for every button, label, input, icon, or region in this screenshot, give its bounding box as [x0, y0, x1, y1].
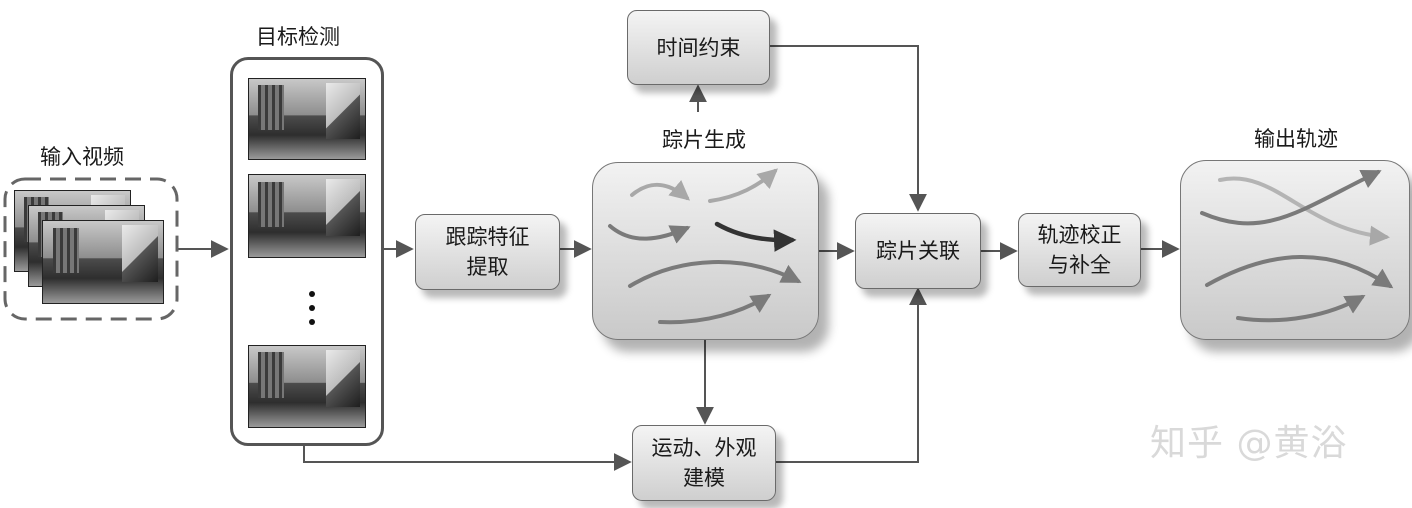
tracklet-arrow — [714, 221, 797, 252]
trajectory-arrow — [1205, 255, 1394, 289]
time-constraint-label: 时间约束 — [656, 35, 741, 60]
time-constraint-box: 时间约束 — [627, 10, 770, 85]
ellipsis-dot — [309, 305, 315, 311]
tracklet-arrow — [708, 168, 778, 203]
ellipsis-dot — [309, 319, 315, 325]
trajectory-correction-line-1: 轨迹校正 — [1037, 223, 1122, 247]
trajectory-arrow — [1218, 176, 1390, 246]
input-video-label: 输入视频 — [40, 145, 124, 169]
detection-frame-3 — [248, 345, 366, 428]
ellipsis-dot — [309, 291, 315, 297]
watermark: 知乎 @黄浴 — [1150, 423, 1348, 464]
output-trajectory-box — [1180, 160, 1410, 340]
trajectory-correction-box: 轨迹校正 与补全 — [1018, 213, 1141, 287]
tracklet-association-label: 踪片关联 — [876, 239, 960, 263]
tracklet-arrow — [658, 293, 772, 325]
arrow-time-to-association — [770, 45, 927, 212]
arrow-detection-to-motion — [303, 443, 632, 471]
arrow-motion-to-association — [776, 287, 927, 463]
detection-label: 目标检测 — [256, 25, 340, 49]
input-frame-3 — [42, 220, 164, 304]
feature-extraction-line-2: 提取 — [466, 255, 509, 279]
tracklet-arrow — [608, 224, 691, 244]
detection-panel — [230, 57, 384, 446]
feature-extraction-line-1: 跟踪特征 — [445, 225, 530, 249]
tracklet-generation-label: 踪片生成 — [662, 128, 746, 152]
input-video-frame — [3, 177, 179, 321]
trajectory-correction-line-2: 与补全 — [1048, 253, 1111, 277]
output-trajectory-label: 输出轨迹 — [1254, 127, 1338, 151]
feature-extraction-box: 跟踪特征 提取 — [415, 214, 560, 290]
motion-appearance-box: 运动、外观 建模 — [632, 425, 776, 501]
detection-frame-1 — [248, 78, 366, 160]
motion-appearance-line-2: 建模 — [683, 466, 725, 490]
detection-frame-2 — [248, 174, 366, 258]
tracklet-arrow — [628, 260, 802, 288]
tracklet-arrow — [630, 180, 691, 201]
tracklet-association-box: 踪片关联 — [855, 213, 981, 289]
trajectory-arrow — [1236, 295, 1366, 323]
motion-appearance-line-1: 运动、外观 — [651, 436, 757, 460]
trajectory-arrow — [1200, 170, 1382, 226]
